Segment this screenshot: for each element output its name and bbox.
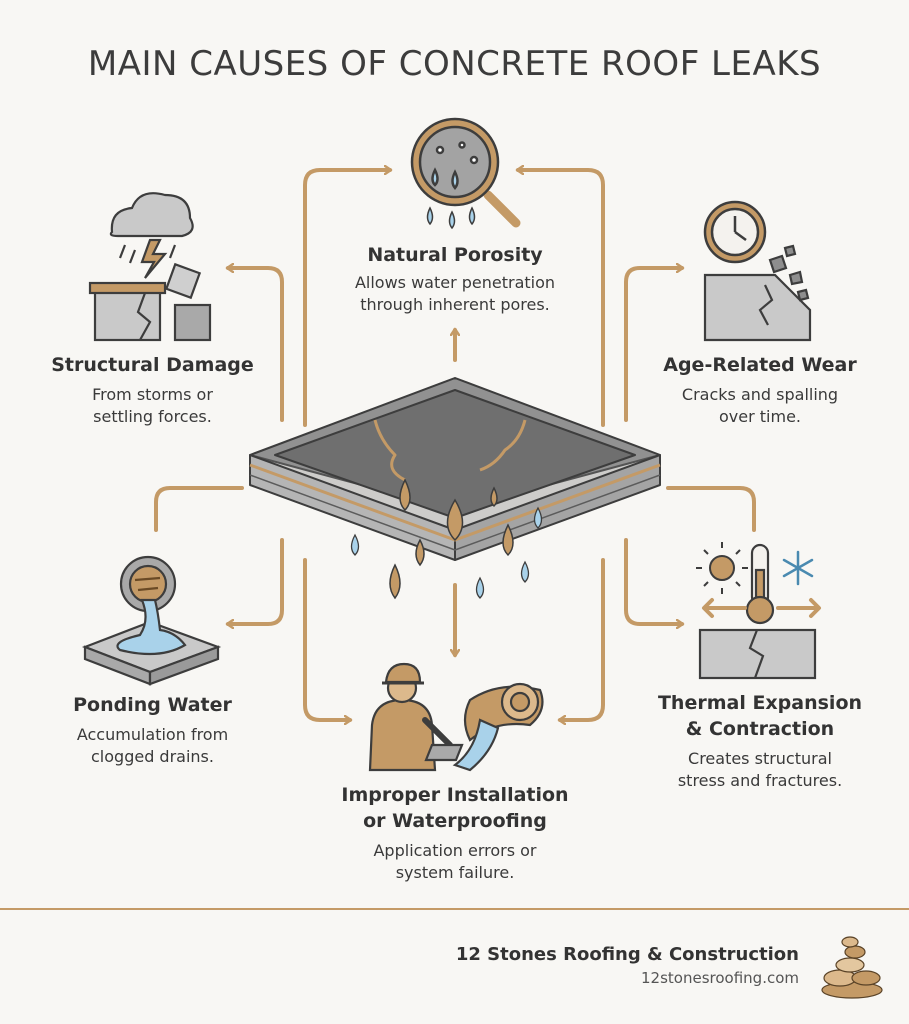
clock-icon (703, 200, 767, 264)
porosity-desc: Allows water penetration through inheren… (325, 272, 585, 316)
ponding-desc-line1: Accumulation from (76, 725, 229, 744)
age-desc-line2: over time. (719, 407, 801, 426)
structural-desc-line1: From storms or (92, 385, 213, 404)
cause-natural-porosity: Natural Porosity Allows water penetratio… (325, 242, 585, 316)
broken-wall-icon (88, 262, 212, 342)
installation-heading-line2: or Waterproofing (363, 810, 547, 832)
arrow-to-thermal (666, 486, 756, 532)
company-name: 12 Stones Roofing & Construction (455, 944, 799, 965)
water-droplets-blue (350, 506, 543, 599)
arrow-to-porosity-left (303, 170, 390, 427)
thermal-heading-line1: Thermal Expansion (657, 692, 863, 714)
arrow-to-ponding-lower (228, 538, 284, 624)
installation-desc: Application errors or system failure. (315, 840, 595, 884)
storm-cloud-icon (109, 192, 194, 279)
arrow-to-ponding (154, 486, 244, 532)
age-desc: Cracks and spalling over time. (645, 384, 875, 428)
arrow-to-install-left (303, 558, 350, 720)
cause-thermal: Thermal Expansion & Contraction Creates … (640, 690, 880, 792)
structural-heading: Structural Damage (51, 354, 254, 376)
expansion-arrows-icon (702, 598, 821, 618)
arrow-to-install-right (560, 558, 605, 720)
waterproofing-roll-icon (452, 682, 544, 772)
arrow-to-age (624, 268, 682, 422)
arrow-to-thermal-lower (624, 538, 682, 624)
thermal-desc-line2: stress and fractures. (677, 771, 843, 790)
ponding-slab-icon (81, 598, 222, 686)
page-title: MAIN CAUSES OF CONCRETE ROOF LEAKS (87, 44, 822, 84)
cause-ponding-water: Ponding Water Accumulation from clogged … (35, 692, 270, 768)
water-drips (389, 478, 514, 600)
snowflake-icon (782, 550, 814, 586)
cracked-block-icon (698, 628, 817, 680)
installation-heading-line1: Improper Installation (341, 784, 569, 806)
stones-logo-icon (821, 936, 883, 999)
porosity-desc-line2: through inherent pores. (360, 295, 550, 314)
company-info: 12 Stones Roofing & Construction 12stone… (456, 944, 799, 987)
connector-arrows (154, 170, 756, 720)
thermometer-icon (745, 543, 775, 625)
ponding-heading: Ponding Water (73, 694, 232, 716)
ponding-desc: Accumulation from clogged drains. (35, 724, 270, 768)
sun-icon (696, 542, 748, 594)
installation-desc-line2: system failure. (395, 863, 515, 882)
arrow-to-porosity-right (518, 170, 605, 427)
thermal-desc-line1: Creates structural (688, 749, 832, 768)
thermal-heading-line2: & Contraction (685, 718, 835, 740)
company-url[interactable]: 12stonesroofing.com (641, 969, 799, 987)
magnifier-icon (410, 117, 521, 230)
arrow-to-structural (228, 268, 284, 422)
footer-divider (0, 908, 909, 910)
structural-desc-line2: settling forces. (93, 407, 212, 426)
cause-age-related-wear: Age-Related Wear Cracks and spalling ove… (645, 352, 875, 428)
installation-desc-line1: Application errors or (373, 841, 537, 860)
crumbling-block-icon (703, 244, 812, 342)
cause-structural-damage: Structural Damage From storms or settlin… (30, 352, 275, 428)
cause-improper-installation: Improper Installation or Waterproofing A… (315, 782, 595, 884)
worker-icon (368, 662, 464, 772)
porosity-heading: Natural Porosity (367, 244, 543, 266)
ponding-desc-line2: clogged drains. (91, 747, 214, 766)
age-heading: Age-Related Wear (663, 354, 857, 376)
porosity-desc-line1: Allows water penetration (354, 273, 556, 292)
thermal-desc: Creates structural stress and fractures. (640, 748, 880, 792)
age-desc-line1: Cracks and spalling (681, 385, 839, 404)
structural-desc: From storms or settling forces. (30, 384, 275, 428)
